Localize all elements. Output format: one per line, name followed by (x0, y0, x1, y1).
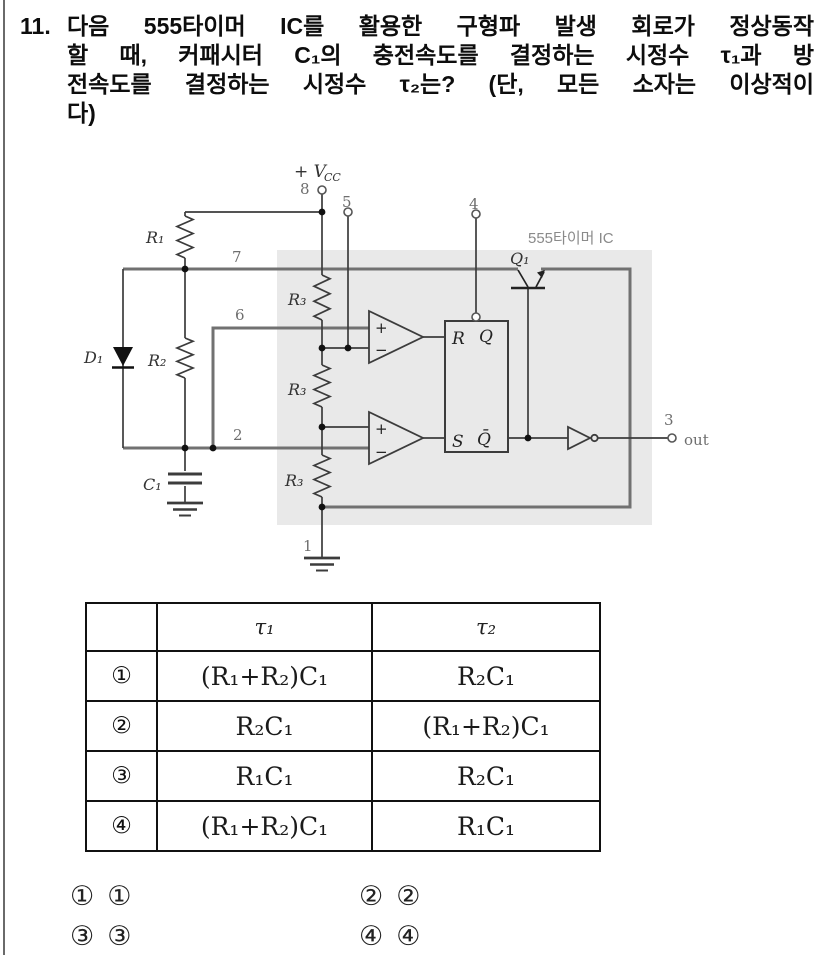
option-1-tau2: R₂C₁ (371, 650, 601, 702)
r3-bot-label: R₃ (284, 471, 303, 490)
r1-label: R₁ (145, 228, 164, 247)
option-2-tau2: (R₁+R₂)C₁ (371, 700, 601, 752)
option-1-tau1: (R₁+R₂)C₁ (156, 650, 373, 702)
choice-4-label: ④ (359, 921, 384, 952)
pin4-terminal (471, 209, 481, 219)
pin3-label: 3 (664, 411, 674, 429)
pin8-terminal (317, 185, 327, 195)
choice-1-value: ① (107, 881, 132, 912)
choice-2-label: ② (359, 881, 384, 912)
flipflop-reset-terminal (471, 312, 481, 322)
pin4-label: 4 (469, 195, 479, 213)
option-2-tau1: R₂C₁ (156, 700, 373, 752)
choice-1-label: ① (70, 881, 95, 912)
tau1-header: τ₁ (156, 602, 373, 652)
vcc-label: + V (294, 162, 328, 182)
comparator-lower: + − (368, 410, 426, 466)
comparator-plus-sign: + (375, 420, 388, 438)
question-number: 11. (20, 13, 51, 39)
question-line-3: 전속도를 결정하는 시정수 τ₂는? (단, 모든 소자는 이상적이 (67, 71, 814, 97)
transistor-q1 (511, 269, 545, 290)
question-block: 11. 다음 555타이머 IC를 활용한 구형파 발생 회로가 정상동작 할 … (20, 12, 814, 128)
choice-3-label: ③ (70, 921, 95, 952)
circuit-diagram: + − + − R Q S Q̄ (83, 162, 709, 572)
table-row: ④ (R₁+R₂)C₁ R₁C₁ (85, 800, 601, 852)
flipflop-qbar-label: Q̄ (477, 428, 491, 450)
ground-c1 (167, 501, 203, 517)
wire-emitter-ground-rail (322, 267, 632, 509)
flipflop-q-label: Q (479, 327, 493, 347)
question-line-1: 다음 555타이머 IC를 활용한 구형파 발생 회로가 정상동작 (67, 13, 814, 39)
pin5-terminal (343, 207, 353, 217)
tau2-header: τ₂ (371, 602, 601, 652)
table-corner-cell (85, 602, 158, 652)
table-row: ③ R₁C₁ R₂C₁ (85, 750, 601, 802)
choice-3-value: ③ (107, 921, 132, 952)
answer-table: τ₁ τ₂ ① (R₁+R₂)C₁ R₂C₁ ② R₂C₁ (R₁+R₂)C₁ … (85, 602, 601, 852)
option-4-number: ④ (85, 800, 158, 852)
comparator-minus-sign: − (375, 443, 388, 461)
table-header-row: τ₁ τ₂ (85, 602, 601, 652)
r3-mid-label: R₃ (287, 380, 306, 399)
diode-d1 (112, 347, 134, 369)
option-1-number: ① (85, 650, 158, 702)
comparator-plus-sign: + (375, 319, 388, 337)
question-line-2: 할 때, 커패시터 C₁의 충전속도를 결정하는 시정수 τ₁과 방 (67, 42, 814, 68)
question-line-4: 다) (67, 100, 96, 126)
capacitor-c1 (168, 472, 202, 485)
junction-dots (181, 208, 532, 511)
page-border-line (3, 0, 5, 955)
flipflop-block: R Q S Q̄ (444, 312, 509, 453)
option-4-tau1: (R₁+R₂)C₁ (156, 800, 373, 852)
pin1-label: 1 (303, 537, 313, 555)
c1-label: C₁ (143, 475, 162, 494)
pin7-label: 7 (232, 248, 242, 266)
pin3-terminal (667, 433, 677, 443)
option-4-tau2: R₁C₁ (371, 800, 601, 852)
option-3-tau1: R₁C₁ (156, 750, 373, 802)
comparator-minus-sign: − (375, 341, 388, 359)
r3-top-label: R₃ (287, 290, 306, 309)
emitter-arrow (537, 270, 545, 278)
resistor-r2 (174, 337, 196, 379)
pin6-label: 6 (235, 306, 245, 324)
inverter-buffer (567, 425, 599, 451)
wire-pin6-threshold (211, 326, 369, 448)
out-label: out (684, 431, 709, 449)
question-text: 다음 555타이머 IC를 활용한 구형파 발생 회로가 정상동작 할 때, 커… (67, 12, 814, 128)
resistor-r3-top (311, 274, 333, 321)
ground-pin1 (304, 556, 340, 572)
option-3-number: ③ (85, 750, 158, 802)
comparator-upper: + − (368, 309, 426, 365)
choice-4-value: ④ (396, 921, 421, 952)
vcc-sub-label: CC (324, 171, 341, 184)
r2-label: R₂ (147, 351, 166, 370)
pin2-label: 2 (233, 426, 243, 444)
table-row: ② R₂C₁ (R₁+R₂)C₁ (85, 700, 601, 752)
flipflop-r-label: R (451, 329, 465, 349)
ic-name-label: 555타이머 IC (528, 230, 614, 247)
option-3-tau2: R₂C₁ (371, 750, 601, 802)
flipflop-s-label: S (452, 432, 464, 452)
pin8-label: 8 (300, 180, 310, 198)
pin5-label: 5 (342, 193, 352, 211)
q1-label: Q₁ (510, 249, 530, 268)
d1-label: D₁ (83, 348, 103, 367)
wire-comp-outputs (422, 336, 445, 439)
resistor-r1 (174, 215, 196, 259)
resistor-r3-mid (311, 364, 333, 408)
resistor-r3-bot (311, 454, 333, 498)
option-2-number: ② (85, 700, 158, 752)
table-row: ① (R₁+R₂)C₁ R₂C₁ (85, 650, 601, 702)
choice-2-value: ② (396, 881, 421, 912)
